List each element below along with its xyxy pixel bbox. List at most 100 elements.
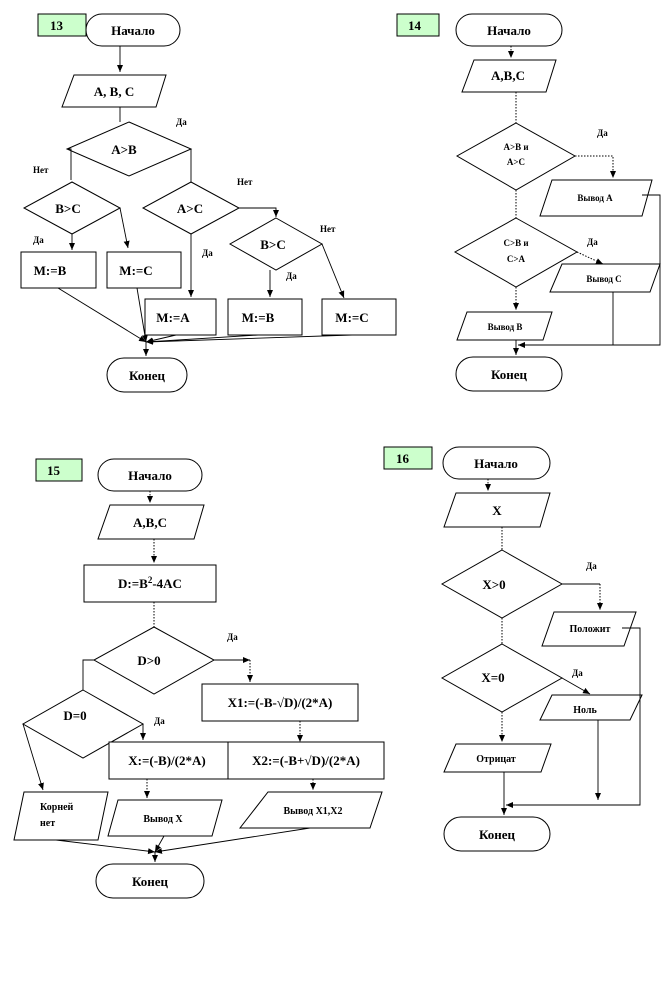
flowchart-14: 14 Начало A,B,C A>B и A>C Да Вывод A C>B…	[396, 13, 661, 392]
flowchart-15-process-discriminant-label: D:=B2-4AC	[118, 575, 182, 591]
flowchart-13: 13 Начало A, B, C A>B Да Нет B>C Да A>C …	[20, 13, 397, 393]
flowchart-13-process-m-a	[144, 298, 217, 336]
flowchart-13-process-m-c-2-label: M:=C	[335, 310, 368, 325]
flowchart-15-output-x1-x2	[238, 791, 383, 829]
flowchart-14-decision-1-line-2: A>C	[507, 157, 525, 167]
flowchart-15-decision-d-gt-0-label: D>0	[137, 653, 160, 668]
flowchart-15-process-x1-label: X1:=(-B-√D)/(2*A)	[228, 695, 333, 710]
flowchart-16-end-label: Конец	[479, 827, 516, 842]
flowchart-14-yes-label-1: Да	[597, 128, 608, 138]
flowchart-14-output-b	[456, 311, 553, 341]
flowchart-16-output-zero-label: Ноль	[573, 705, 597, 716]
flowchart-16-output-zero	[539, 694, 643, 721]
flowchart-13-no-label-4: Нет	[320, 224, 336, 234]
flowchart-13-decision-a-gt-b-label: A>B	[111, 142, 137, 157]
flowchart-16-input	[443, 492, 551, 528]
flowchart-13-end-terminal	[106, 357, 188, 393]
flowchart-15-number-badge	[35, 458, 83, 482]
flowchart-16-input-label: X	[492, 503, 502, 518]
flowchart-13-yes-label-1: Да	[176, 117, 187, 127]
flowchart-14-input-label: A,B,C	[491, 68, 525, 83]
flowchart-13-no-label-1: Нет	[33, 165, 49, 175]
flowchart-15-decision-d-gt-0	[92, 626, 216, 695]
flowchart-15-process-x-label: X:=(-B)/(2*A)	[128, 753, 205, 768]
flowchart-13-no-label-3: Нет	[237, 177, 253, 187]
flowchart-16-decision-x-gt-0-label: X>0	[482, 577, 505, 592]
flowchart-16-output-positive	[541, 611, 637, 647]
flowchart-15-process-x	[108, 741, 229, 780]
flowchart-15-output-no-roots-line-2: нет	[40, 818, 55, 829]
flowchart-15-end-label: Конец	[132, 874, 169, 889]
flowchart-15-process-discriminant	[83, 564, 217, 603]
flowchart-15-process-x2-label: X2:=(-B+√D)/(2*A)	[252, 753, 360, 768]
flowchart-16-decision-x-eq-0-label: X=0	[481, 670, 504, 685]
flowchart-13-process-m-c-2	[321, 298, 397, 336]
flowchart-13-start-terminal	[85, 13, 181, 47]
flowchart-15-start-label: Начало	[128, 468, 172, 483]
flowchart-15-output-no-roots-line-1: Корней	[40, 802, 74, 813]
flowchart-14-start-terminal	[455, 13, 563, 47]
flowchart-16-output-negative-label: Отрицат	[476, 754, 516, 765]
flowchart-13-decision-b-gt-c-2-label: B>C	[260, 237, 285, 252]
flowchart-14-yes-label-2: Да	[587, 237, 598, 247]
flowchart-15-yes-label-2: Да	[154, 716, 165, 726]
flowchart-13-input-label: A, B, C	[94, 84, 134, 99]
flowchart-15-process-x1	[201, 683, 359, 722]
flowchart-14-decision-2-line-2: C>A	[507, 254, 526, 264]
flowchart-16-yes-label-2: Да	[572, 668, 583, 678]
flowchart-16-output-positive-label: Положит	[570, 624, 611, 635]
flowchart-14-start-label: Начало	[487, 23, 531, 38]
flowchart-15-output-x	[107, 799, 223, 837]
flowchart-14-number: 14	[408, 18, 422, 33]
flowchart-16-end-terminal	[443, 816, 551, 852]
flowchart-15-output-no-roots	[13, 791, 109, 841]
flowchart-13-decision-b-gt-c-1-label: B>C	[55, 201, 80, 216]
flowchart-13-yes-label-3: Да	[202, 248, 213, 258]
flowchart-13-end-label: Конец	[129, 368, 166, 383]
flowchart-14-input	[461, 59, 557, 93]
flowchart-13-process-m-a-label: M:=A	[156, 310, 190, 325]
flowchart-14-decision-1-line-1: A>B и	[503, 142, 528, 152]
flowchart-13-input	[61, 74, 167, 108]
discriminant-base: D:=B	[118, 576, 148, 591]
flowchart-13-decision-a-gt-b	[65, 121, 193, 177]
flowchart-15: 15 Начало A,B,C D:=B2-4AC D>0 Да D=0 Да …	[13, 458, 385, 899]
flowchart-13-yes-label-4: Да	[286, 271, 297, 281]
flowchart-16-yes-label-1: Да	[586, 561, 597, 571]
flowchart-14-output-b-label: Вывод B	[488, 322, 523, 332]
flowchart-15-output-x1-x2-label: Вывод X1,X2	[283, 806, 342, 817]
flowchart-15-number: 15	[47, 463, 61, 478]
flowchart-13-number-badge	[37, 13, 87, 37]
flowchart-14-end-label: Конец	[491, 367, 528, 382]
flowchart-16-number-badge	[383, 446, 433, 470]
flowchart-15-yes-label-1: Да	[227, 632, 238, 642]
flowchart-15-decision-d-eq-0-label: D=0	[63, 708, 86, 723]
flowchart-15-input-label: A,B,C	[133, 515, 167, 530]
flowchart-13-process-m-c-1-label: M:=C	[119, 263, 152, 278]
flowchart-13-number: 13	[50, 18, 64, 33]
flowchart-16-start-label: Начало	[474, 456, 518, 471]
flowchart-13-decision-a-gt-c-label: A>C	[177, 201, 203, 216]
discriminant-rest: -4AC	[152, 576, 182, 591]
flowchart-16-output-negative	[443, 743, 552, 773]
flowchart-15-process-x2	[227, 741, 385, 780]
flowchart-13-start-label: Начало	[111, 23, 155, 38]
flowchart-13-process-m-b-1-label: M:=B	[34, 263, 67, 278]
flowchart-16: 16 Начало X X>0 Да Положит X=0 Да Ноль О…	[383, 446, 643, 852]
flowchart-13-process-m-b-1	[20, 251, 97, 289]
flowchart-14-number-badge	[396, 13, 440, 37]
flowchart-16-start-terminal	[442, 446, 551, 480]
flowchart-15-decision-d-eq-0	[21, 689, 145, 759]
flowchart-14-output-a-label: Вывод A	[577, 193, 613, 203]
flowchart-15-output-x-label: Вывод X	[143, 814, 183, 825]
flowchart-14-output-c-label: Вывод C	[586, 274, 621, 284]
flowchart-14-decision-2-line-1: C>B и	[503, 238, 528, 248]
flowchart-14-end-terminal	[455, 356, 563, 392]
discriminant-superscript: 2	[148, 575, 153, 585]
flowchart-16-number: 16	[396, 451, 410, 466]
flowchart-13-process-m-c-1	[106, 251, 182, 289]
flowchart-13-yes-label-2: Да	[33, 235, 44, 245]
flowchart-13-process-m-b-2	[227, 298, 303, 336]
flowchart-15-input	[97, 504, 205, 540]
